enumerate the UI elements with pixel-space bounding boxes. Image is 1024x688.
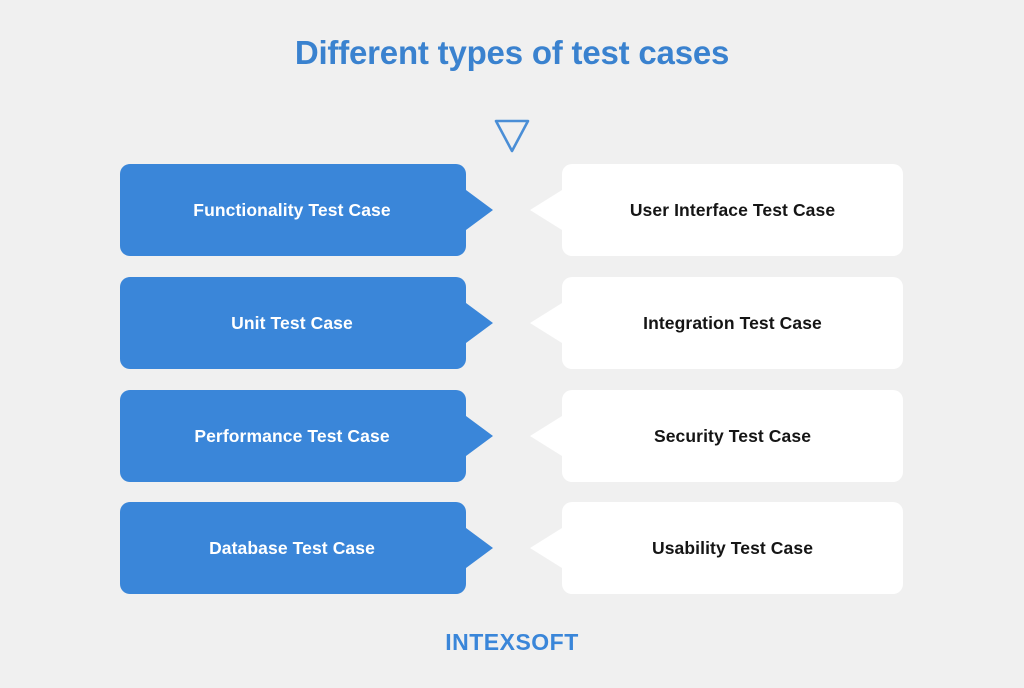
table-row: Functionality Test Case User Interface T… [0, 164, 1024, 256]
right-card[interactable]: User Interface Test Case [530, 164, 903, 256]
left-card[interactable]: Performance Test Case [120, 390, 493, 482]
page-title: Different types of test cases [294, 34, 730, 71]
triangle-down-outline-icon [492, 117, 532, 155]
brand-logo: INTEXSOFT [0, 629, 1024, 661]
right-card[interactable]: Security Test Case [530, 390, 903, 482]
right-card[interactable]: Usability Test Case [530, 502, 903, 594]
left-card-label: Unit Test Case [231, 312, 353, 333]
left-card[interactable]: Functionality Test Case [120, 164, 493, 256]
table-row: Database Test Case Usability Test Case [0, 502, 1024, 594]
left-card-label: Database Test Case [209, 537, 375, 558]
intexsoft-logo-text: INTEXSOFT [445, 630, 579, 655]
left-card-label: Functionality Test Case [193, 199, 391, 220]
left-card[interactable]: Unit Test Case [120, 277, 493, 369]
table-row: Performance Test Case Security Test Case [0, 390, 1024, 482]
table-row: Unit Test Case Integration Test Case [0, 277, 1024, 369]
right-card-label: User Interface Test Case [629, 199, 836, 220]
intexsoft-logo-icon: INTEXSOFT [432, 629, 592, 661]
right-card[interactable]: Integration Test Case [530, 277, 903, 369]
right-card-label: Security Test Case [653, 425, 812, 446]
left-card[interactable]: Database Test Case [120, 502, 493, 594]
right-card-label: Usability Test Case [651, 537, 814, 558]
right-card-label: Integration Test Case [643, 312, 822, 333]
left-card-label: Performance Test Case [194, 425, 390, 446]
